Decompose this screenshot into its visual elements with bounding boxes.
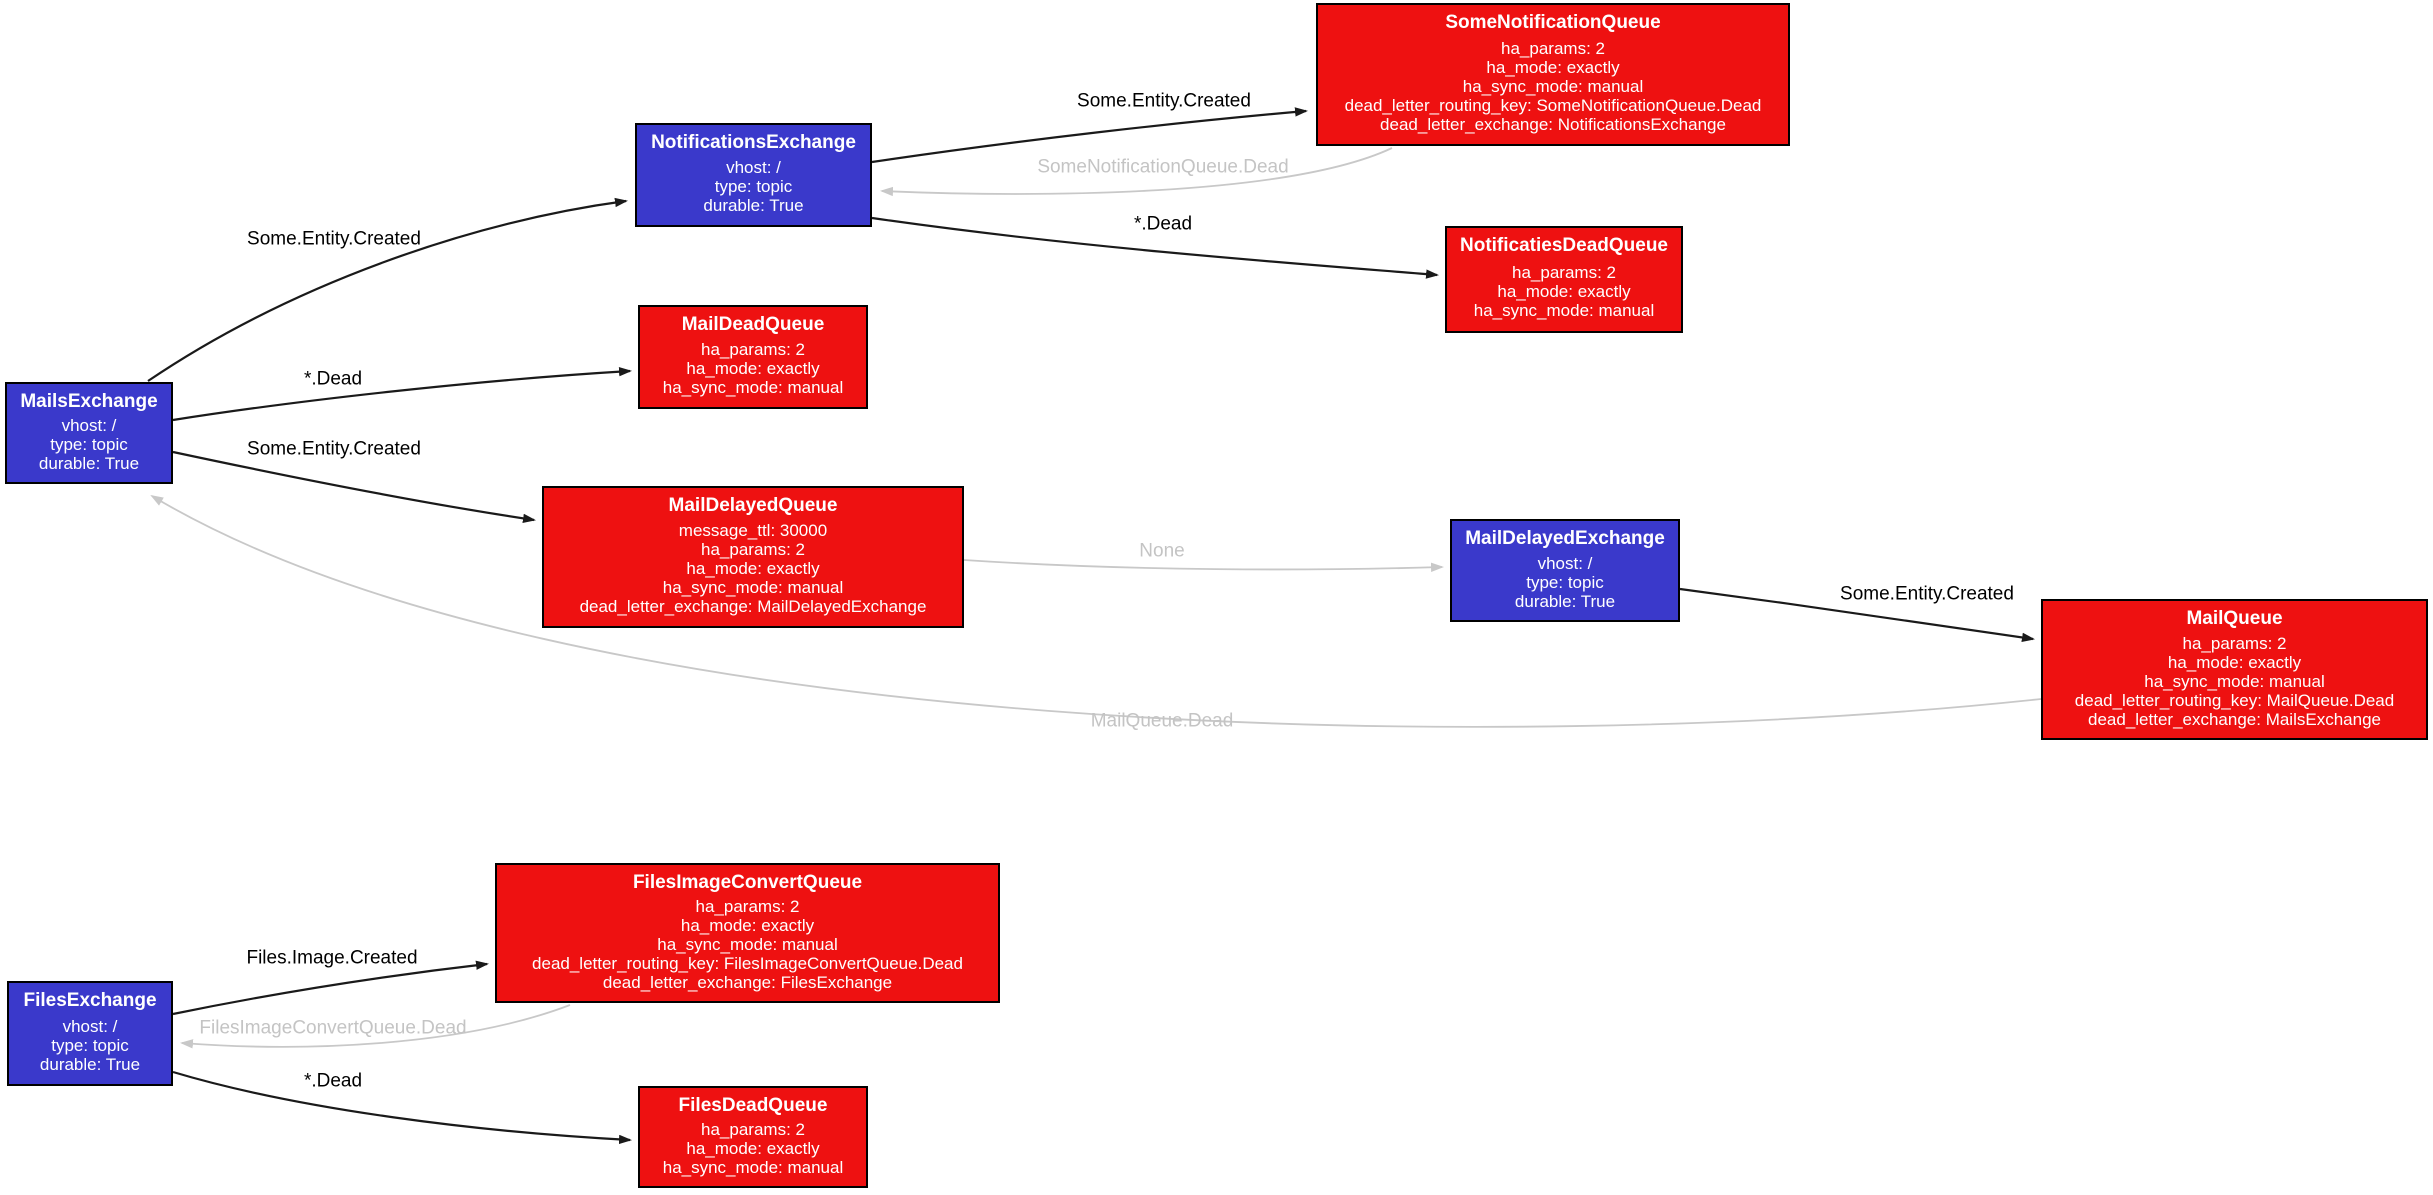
node-attr: ha_params: 2 — [2182, 633, 2287, 653]
node-attr: ha_sync_mode: manual — [2144, 671, 2325, 691]
node-attr: ha_sync_mode: manual — [1462, 76, 1644, 96]
node-attr: ha_mode: exactly — [680, 916, 815, 935]
node-attr: dead_letter_exchange: NotificationsExcha… — [1380, 114, 1726, 134]
node-title: SomeNotificationQueue — [1445, 12, 1661, 33]
node-attr: dead_letter_routing_key: SomeNotificatio… — [1344, 95, 1762, 115]
node-title: MailsExchange — [20, 391, 158, 412]
edge-label-routing-key: None — [1139, 540, 1185, 562]
node-attr: ha_mode: exactly — [2167, 652, 2302, 672]
edge-label-routing-key: Some.Entity.Created — [1077, 90, 1251, 112]
node-mail-delayed-exchange: MailDelayedExchange vhost: / type: topic… — [1450, 519, 1680, 622]
node-attr: vhost: / — [61, 416, 117, 435]
node-mail-dead-queue: MailDeadQueue ha_params: 2 ha_mode: exac… — [638, 305, 868, 409]
node-title: NotificationsExchange — [651, 132, 856, 153]
edge-label-routing-key: *.Dead — [303, 368, 363, 390]
node-attr: dead_letter_exchange: FilesExchange — [602, 973, 893, 992]
node-attr: message_ttl: 30000 — [678, 521, 828, 540]
node-attr: vhost: / — [62, 1016, 118, 1036]
node-attr: ha_mode: exactly — [686, 359, 820, 378]
node-attributes: ha_params: 2 ha_mode: exactly ha_sync_mo… — [640, 340, 866, 402]
node-attr: ha_params: 2 — [1512, 262, 1616, 282]
node-attr: ha_mode: exactly — [1486, 57, 1620, 77]
node-attributes: ha_params: 2 ha_mode: exactly ha_sync_mo… — [640, 1120, 866, 1182]
node-attr: ha_sync_mode: manual — [662, 578, 844, 597]
node-files-dead-queue: FilesDeadQueue ha_params: 2 ha_mode: exa… — [638, 1086, 868, 1188]
edge-mailqueue-mailsexchange — [150, 494, 2042, 728]
node-files-image-convert-queue: FilesImageConvertQueue ha_params: 2 ha_m… — [495, 863, 1000, 1003]
edge-notificationsexchange-somenotificationqueue — [871, 107, 1308, 164]
node-attributes: ha_params: 2 ha_mode: exactly ha_sync_mo… — [2043, 634, 2426, 734]
node-attributes: message_ttl: 30000 ha_params: 2 ha_mode:… — [544, 521, 962, 621]
node-attr: dead_letter_exchange: MailsExchange — [2088, 709, 2381, 729]
node-mail-delayed-queue: MailDelayedQueue message_ttl: 30000 ha_p… — [542, 486, 964, 628]
node-attr: vhost: / — [726, 158, 781, 177]
node-mail-queue: MailQueue ha_params: 2 ha_mode: exactly … — [2041, 599, 2428, 740]
node-attributes: ha_params: 2 ha_mode: exactly ha_sync_mo… — [1318, 39, 1788, 139]
edge-label-routing-key: FilesImageConvertQueue.Dead — [199, 1017, 467, 1039]
edge-filesexchange-filesimageconvertqueue — [172, 960, 489, 1016]
node-title: MailQueue — [2186, 608, 2283, 629]
edge-label-routing-key: Some.Entity.Created — [1840, 583, 2014, 605]
node-some-notification-queue: SomeNotificationQueue ha_params: 2 ha_mo… — [1316, 3, 1790, 146]
edge-label-routing-key: MailQueue.Dead — [1090, 710, 1234, 732]
node-title: FilesDeadQueue — [678, 1095, 828, 1116]
node-attr: type: topic — [714, 177, 793, 196]
node-attr: ha_params: 2 — [701, 540, 805, 559]
node-attr: durable: True — [38, 454, 140, 473]
node-mails-exchange: MailsExchange vhost: / type: topic durab… — [5, 382, 173, 484]
node-title: FilesExchange — [23, 990, 157, 1011]
node-title: MailDeadQueue — [681, 314, 825, 335]
edge-label-routing-key: SomeNotificationQueue.Dead — [1037, 156, 1289, 178]
node-title: FilesImageConvertQueue — [632, 872, 863, 893]
node-attr: type: topic — [1526, 572, 1604, 592]
node-attr: ha_params: 2 — [701, 1120, 805, 1139]
node-files-exchange: FilesExchange vhost: / type: topic durab… — [7, 981, 173, 1086]
node-attr: ha_params: 2 — [701, 340, 805, 359]
edge-label-routing-key: *.Dead — [1133, 213, 1193, 235]
edge-filesexchange-filesdeadqueue — [172, 1070, 632, 1145]
edge-mailsexchange-maildeadqueue — [172, 366, 632, 422]
node-attributes: vhost: / type: topic durable: True — [7, 416, 171, 478]
edge-mailsexchange-maildelayedqueue — [172, 450, 536, 524]
node-attributes: ha_params: 2 ha_mode: exactly ha_sync_mo… — [497, 897, 998, 997]
node-title: NotificatiesDeadQueue — [1460, 235, 1668, 256]
node-attr: durable: True — [1514, 591, 1616, 611]
node-attr: durable: True — [39, 1054, 141, 1074]
node-attr: ha_sync_mode: manual — [662, 1158, 844, 1177]
node-attr: dead_letter_exchange: MailDelayedExchang… — [579, 597, 927, 616]
node-attr: ha_sync_mode: manual — [1473, 300, 1655, 320]
node-notifications-exchange: NotificationsExchange vhost: / type: top… — [635, 123, 872, 227]
node-attr: ha_mode: exactly — [686, 559, 820, 578]
node-attributes: vhost: / type: topic durable: True — [9, 1017, 171, 1079]
node-attr: durable: True — [703, 196, 804, 215]
node-attr: ha_params: 2 — [1501, 38, 1605, 58]
edge-label-routing-key: Some.Entity.Created — [247, 228, 421, 250]
node-attr: vhost: / — [1537, 553, 1593, 573]
node-attr: type: topic — [50, 435, 128, 454]
node-title: MailDelayedQueue — [668, 495, 838, 516]
node-attr: type: topic — [51, 1035, 129, 1055]
node-title: MailDelayedExchange — [1465, 528, 1665, 549]
edge-label-routing-key: Some.Entity.Created — [247, 438, 421, 460]
edge-maildelayedqueue-maildelayedexchange — [963, 559, 1444, 573]
node-attr: dead_letter_routing_key: FilesImageConve… — [532, 954, 963, 973]
node-attributes: ha_params: 2 ha_mode: exactly ha_sync_mo… — [1447, 263, 1681, 325]
node-attr: ha_sync_mode: manual — [662, 378, 844, 397]
node-attributes: vhost: / type: topic durable: True — [637, 158, 870, 220]
node-attr: dead_letter_routing_key: MailQueue.Dead — [2074, 690, 2395, 710]
node-attr: ha_mode: exactly — [1497, 281, 1631, 301]
edge-label-routing-key: Files.Image.Created — [246, 947, 418, 969]
node-attr: ha_sync_mode: manual — [657, 935, 838, 954]
node-notificaties-dead-queue: NotificatiesDeadQueue ha_params: 2 ha_mo… — [1445, 226, 1683, 333]
node-attr: ha_params: 2 — [695, 897, 800, 916]
edge-label-routing-key: *.Dead — [303, 1070, 363, 1092]
node-attributes: vhost: / type: topic durable: True — [1452, 554, 1678, 616]
node-attr: ha_mode: exactly — [686, 1139, 820, 1158]
